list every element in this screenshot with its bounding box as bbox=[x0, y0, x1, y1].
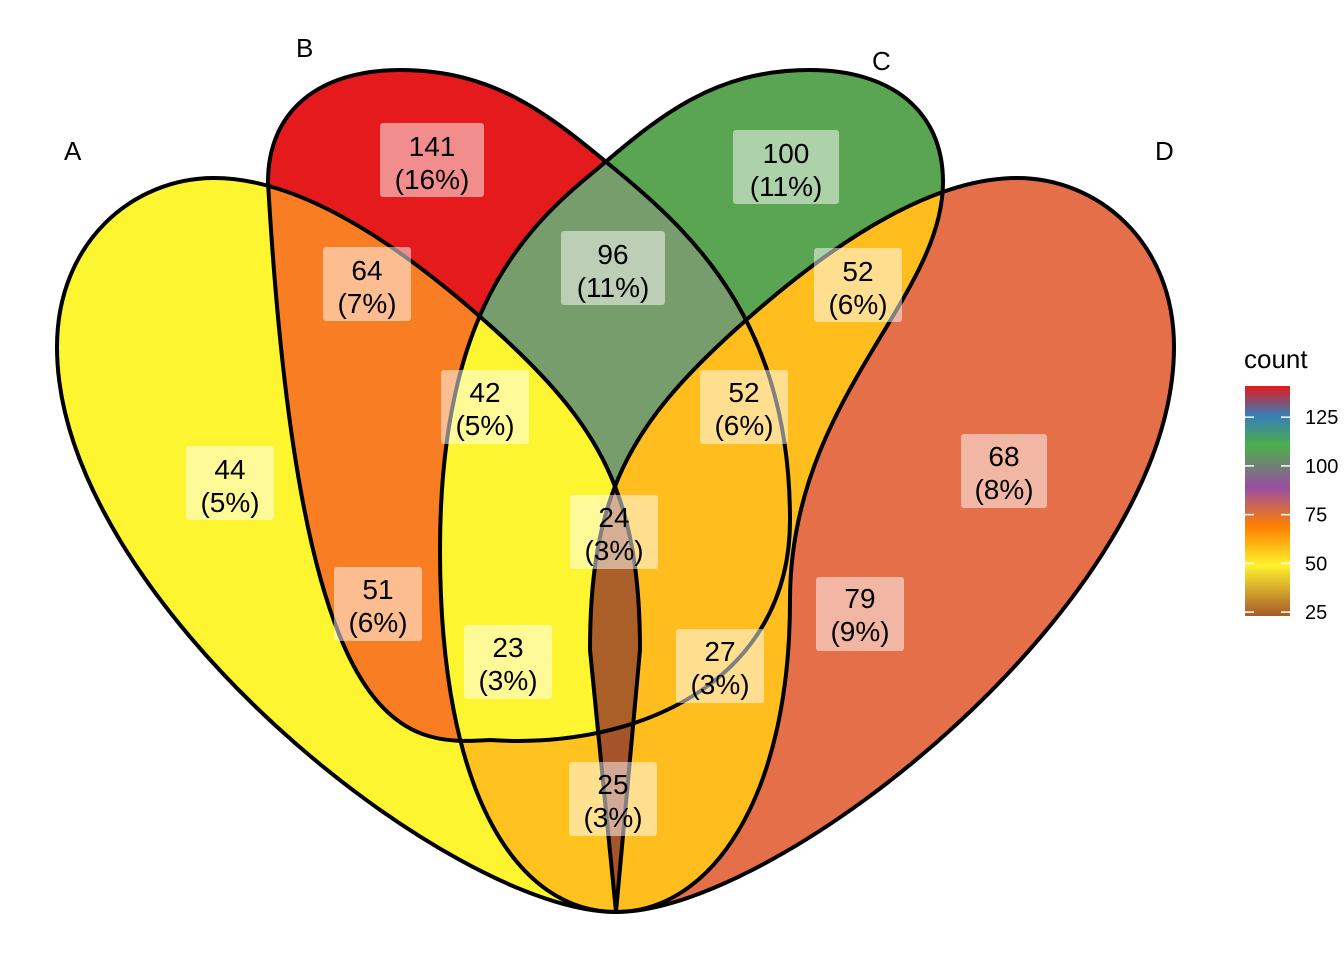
region-label-c: 100 (11%) bbox=[733, 130, 839, 204]
region-label-box bbox=[676, 629, 764, 703]
region-label-box bbox=[569, 762, 657, 836]
region-percent: (5%) bbox=[455, 410, 514, 441]
region-percent: (3%) bbox=[478, 665, 537, 696]
region-label-box bbox=[570, 495, 658, 569]
region-label-box bbox=[323, 247, 411, 321]
region-label-abd: 27 (3%) bbox=[676, 629, 764, 703]
region-percent: (5%) bbox=[200, 487, 259, 518]
region-percent: (3%) bbox=[690, 669, 749, 700]
region-label-box bbox=[814, 248, 902, 322]
region-count: 51 bbox=[362, 574, 393, 605]
set-label-a: A bbox=[64, 136, 82, 166]
set-label-d: D bbox=[1155, 136, 1174, 166]
region-label-box bbox=[816, 577, 904, 651]
region-percent: (6%) bbox=[714, 410, 773, 441]
region-percent: (11%) bbox=[750, 171, 823, 202]
region-label-d: 68 (8%) bbox=[961, 434, 1047, 508]
color-legend: count 25 50 75 100 125 bbox=[1244, 344, 1338, 624]
region-label-box bbox=[961, 434, 1047, 508]
region-count: 42 bbox=[469, 377, 500, 408]
region-label-ac: 51 (6%) bbox=[334, 567, 422, 641]
legend-title: count bbox=[1244, 344, 1308, 374]
legend-tick-label: 125 bbox=[1305, 407, 1338, 429]
region-label-box bbox=[380, 123, 484, 197]
region-label-box bbox=[186, 446, 274, 520]
region-count: 44 bbox=[214, 454, 245, 485]
legend-colorbar bbox=[1245, 386, 1290, 616]
region-label-box bbox=[441, 370, 529, 444]
region-count: 52 bbox=[842, 256, 873, 287]
region-label-cd: 52 (6%) bbox=[814, 248, 902, 322]
region-percent: (16%) bbox=[395, 164, 470, 195]
region-count: 25 bbox=[597, 769, 628, 800]
region-count: 27 bbox=[704, 636, 735, 667]
region-label-box bbox=[561, 231, 665, 305]
set-label-c: C bbox=[872, 46, 891, 76]
region-label-box bbox=[464, 625, 552, 699]
legend-tick-label: 100 bbox=[1305, 456, 1338, 478]
region-percent: (7%) bbox=[337, 288, 396, 319]
region-label-abcd: 24 (3%) bbox=[570, 495, 658, 569]
legend-tick-label: 75 bbox=[1305, 505, 1327, 527]
region-count: 64 bbox=[351, 255, 382, 286]
region-label-ad: 25 (3%) bbox=[569, 762, 657, 836]
region-label-a: 44 (5%) bbox=[186, 446, 274, 520]
region-percent: (11%) bbox=[577, 272, 650, 303]
region-count: 52 bbox=[728, 377, 759, 408]
region-percent: (9%) bbox=[830, 616, 889, 647]
region-label-bd: 79 (9%) bbox=[816, 577, 904, 651]
region-label-bcd: 52 (6%) bbox=[700, 370, 788, 444]
region-percent: (3%) bbox=[584, 535, 643, 566]
region-count: 24 bbox=[598, 502, 629, 533]
region-count: 100 bbox=[763, 138, 810, 169]
legend-ticks: 25 50 75 100 125 bbox=[1245, 407, 1338, 624]
region-count: 96 bbox=[597, 239, 628, 270]
region-label-acd: 23 (3%) bbox=[464, 625, 552, 699]
region-labels: 44 (5%) 141 (16%) 100 (11%) 68 (8%) 64 (… bbox=[186, 123, 1047, 836]
set-label-b: B bbox=[296, 33, 313, 63]
region-label-box bbox=[700, 370, 788, 444]
region-label-ab: 64 (7%) bbox=[323, 247, 411, 321]
region-label-b: 141 (16%) bbox=[380, 123, 484, 197]
region-percent: (3%) bbox=[583, 802, 642, 833]
region-count: 68 bbox=[988, 441, 1019, 472]
region-label-box bbox=[733, 130, 839, 204]
region-label-box bbox=[334, 567, 422, 641]
region-count: 79 bbox=[844, 583, 875, 614]
legend-tick-label: 50 bbox=[1305, 553, 1327, 575]
region-count: 141 bbox=[409, 131, 456, 162]
legend-tick-label: 25 bbox=[1305, 602, 1327, 624]
region-count: 23 bbox=[492, 632, 523, 663]
region-percent: (6%) bbox=[828, 289, 887, 320]
region-percent: (8%) bbox=[974, 474, 1033, 505]
region-label-bc: 96 (11%) bbox=[561, 231, 665, 305]
region-percent: (6%) bbox=[348, 607, 407, 638]
region-label-abc: 42 (5%) bbox=[441, 370, 529, 444]
